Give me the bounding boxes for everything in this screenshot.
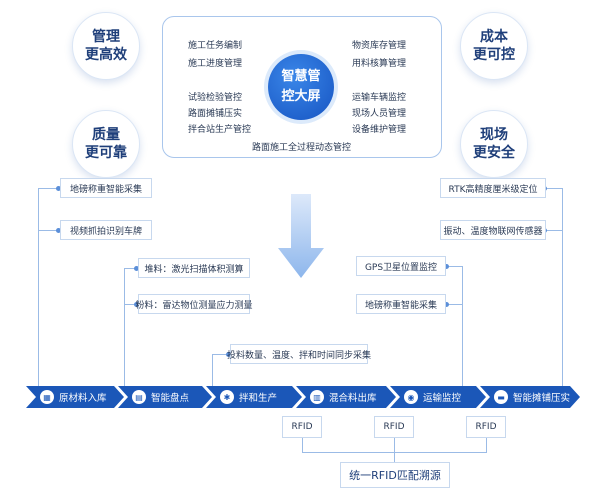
connector-line — [124, 268, 125, 386]
flow-label: 混合料出库 — [329, 393, 377, 404]
benefit-safety-circle: 现场 更安全 — [460, 110, 528, 178]
smart-dashboard-core: 智慧管 控大屏 — [268, 54, 334, 120]
connector-line — [546, 230, 562, 231]
warehouse-out-icon: ▥ — [310, 390, 324, 404]
connector-line — [462, 266, 463, 386]
paver-icon: ▬ — [494, 390, 508, 404]
source-box: 地磅称重智能采集 — [60, 178, 152, 198]
source-box: 视频抓拍识别车牌 — [60, 220, 152, 240]
benefit-label: 更可控 — [473, 47, 515, 63]
panel-item: 拌合站生产管控 — [188, 125, 252, 135]
source-box: RTK高精度厘米级定位 — [440, 178, 546, 198]
connector-line — [394, 438, 395, 462]
panel-caption: 路面施工全过程动态管控 — [252, 143, 352, 153]
connector-line — [486, 438, 487, 452]
flow-step-paving: ▬ 智能摊铺压实 — [480, 386, 580, 408]
connector-dot — [134, 302, 139, 307]
connector-line — [546, 188, 562, 189]
rfid-box: RFID — [466, 416, 506, 438]
flow-label: 智能摊铺压实 — [513, 393, 571, 404]
panel-item: 设备维护管理 — [352, 125, 407, 135]
benefit-label: 更安全 — [473, 145, 515, 161]
flow-step-mix-out: ▥ 混合料出库 — [296, 386, 396, 408]
connector-line — [124, 268, 138, 269]
source-box: 投料数量、温度、拌和时间同步采集 — [227, 344, 371, 364]
warehouse-icon: ▦ — [40, 390, 54, 404]
connector-line — [38, 188, 60, 189]
rfid-box: RFID — [374, 416, 414, 438]
mixer-icon: ✱ — [220, 390, 234, 404]
benefit-label: 质量 — [92, 127, 120, 143]
rfid-box: RFID — [282, 416, 322, 438]
panel-item: 施工任务编制 — [188, 41, 243, 51]
inventory-icon: ▤ — [132, 390, 146, 404]
rfid-traceability-box: 统一RFID匹配溯源 — [340, 462, 450, 488]
connector-line — [212, 354, 213, 386]
benefit-label: 成本 — [480, 29, 508, 45]
connector-line — [446, 266, 462, 267]
flow-label: 运输监控 — [423, 393, 462, 404]
connector-dot — [56, 228, 61, 233]
connector-line — [212, 354, 230, 355]
flow-step-inventory: ▤ 智能盘点 — [118, 386, 212, 408]
gps-icon: ◉ — [404, 390, 418, 404]
flow-label: 智能盘点 — [151, 393, 190, 404]
down-arrow-icon — [278, 194, 324, 278]
flow-step-mixing: ✱ 拌和生产 — [206, 386, 302, 408]
panel-item: 现场人员管理 — [352, 109, 407, 119]
panel-item: 试验检验管控 — [188, 93, 243, 103]
connector-dot — [134, 266, 139, 271]
flow-label: 原材料入库 — [59, 393, 107, 404]
panel-item: 运输车辆监控 — [352, 93, 407, 103]
connector-line — [124, 304, 138, 305]
core-label: 智慧管 — [281, 69, 321, 84]
panel-item: 施工进度管理 — [188, 59, 243, 69]
benefit-cost-circle: 成本 更可控 — [460, 12, 528, 80]
connector-line — [302, 438, 303, 452]
source-box: 堆料：激光扫描体积测算 — [138, 258, 250, 278]
connector-dot — [444, 264, 449, 269]
connector-line — [38, 188, 39, 386]
benefit-label: 管理 — [92, 29, 120, 45]
source-box: GPS卫星位置监控 — [356, 256, 446, 276]
benefit-label: 更可靠 — [85, 145, 127, 161]
benefit-management-circle: 管理 更高效 — [72, 12, 140, 80]
panel-item: 路面摊铺压实 — [188, 109, 243, 119]
connector-line — [446, 304, 462, 305]
benefit-quality-circle: 质量 更可靠 — [72, 110, 140, 178]
connector-line — [302, 452, 487, 453]
source-box: 地磅称重智能采集 — [356, 294, 446, 314]
source-box: 振动、温度物联网传感器 — [440, 220, 546, 240]
connector-dot — [444, 302, 449, 307]
panel-item: 物资库存管理 — [352, 41, 407, 51]
connector-dot — [56, 186, 61, 191]
connector-line — [38, 230, 60, 231]
source-box: 粉料：雷达物位测量应力测量 — [136, 294, 253, 314]
flow-step-transport: ◉ 运输监控 — [390, 386, 486, 408]
flow-step-raw-material: ▦ 原材料入库 — [26, 386, 124, 408]
connector-dot — [226, 352, 231, 357]
benefit-label: 现场 — [480, 127, 508, 143]
flow-label: 拌和生产 — [239, 393, 278, 404]
core-label: 控大屏 — [281, 89, 321, 104]
connector-line — [562, 188, 563, 386]
benefit-label: 更高效 — [85, 47, 127, 63]
panel-item: 用料核算管理 — [352, 59, 407, 69]
